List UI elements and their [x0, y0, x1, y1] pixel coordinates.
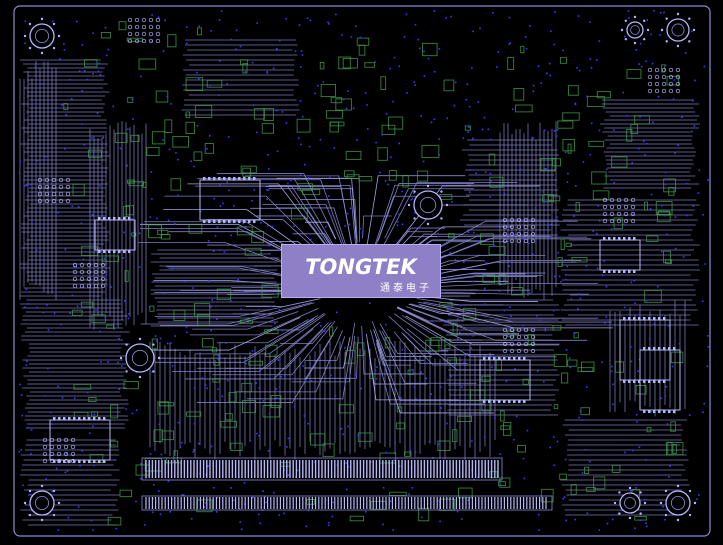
- logo-brand-text: TONGTEK: [305, 255, 417, 279]
- component-pads: [49, 177, 681, 463]
- tongtek-logo-plate: TONGTEK 通泰电子: [281, 244, 441, 298]
- logo-subtitle-text: 通泰电子: [380, 283, 432, 294]
- board-outline: [13, 5, 711, 537]
- green-layer-fragments: [63, 21, 684, 526]
- horizontal-trace-field: [20, 39, 700, 526]
- via-dots: [18, 10, 710, 532]
- mounting-holes: [23, 12, 697, 522]
- edge-connector: [141, 457, 553, 511]
